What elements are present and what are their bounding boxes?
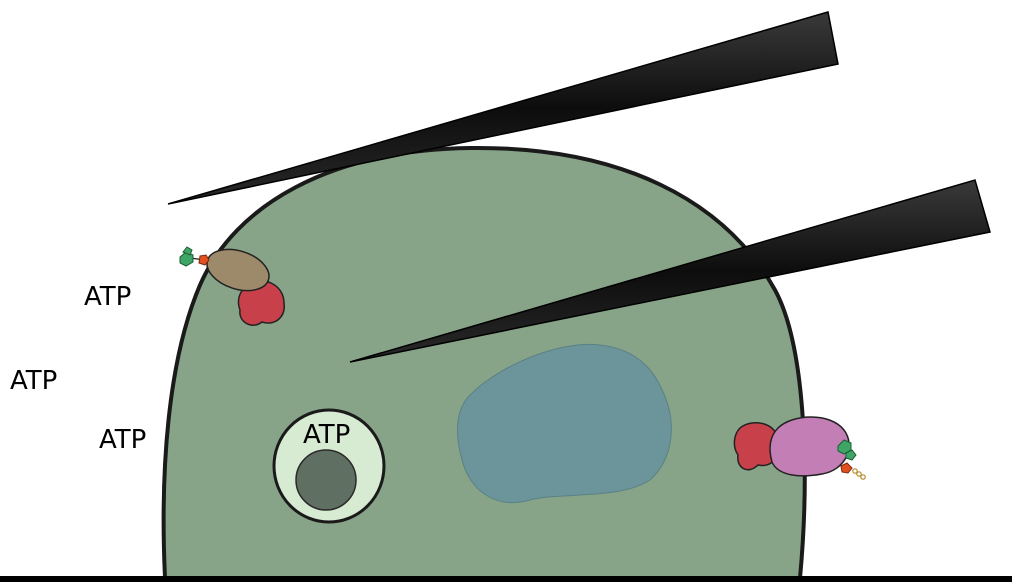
atp-label-outside-lower: ATP	[99, 425, 146, 455]
atp-label-outside-upper: ATP	[84, 282, 131, 312]
cell-body	[164, 148, 805, 578]
vesicle-core	[296, 450, 356, 510]
atp-label-outside-left: ATP	[10, 366, 57, 396]
atp-label-vesicle: ATP	[303, 420, 350, 450]
substrate-line	[0, 576, 1012, 582]
